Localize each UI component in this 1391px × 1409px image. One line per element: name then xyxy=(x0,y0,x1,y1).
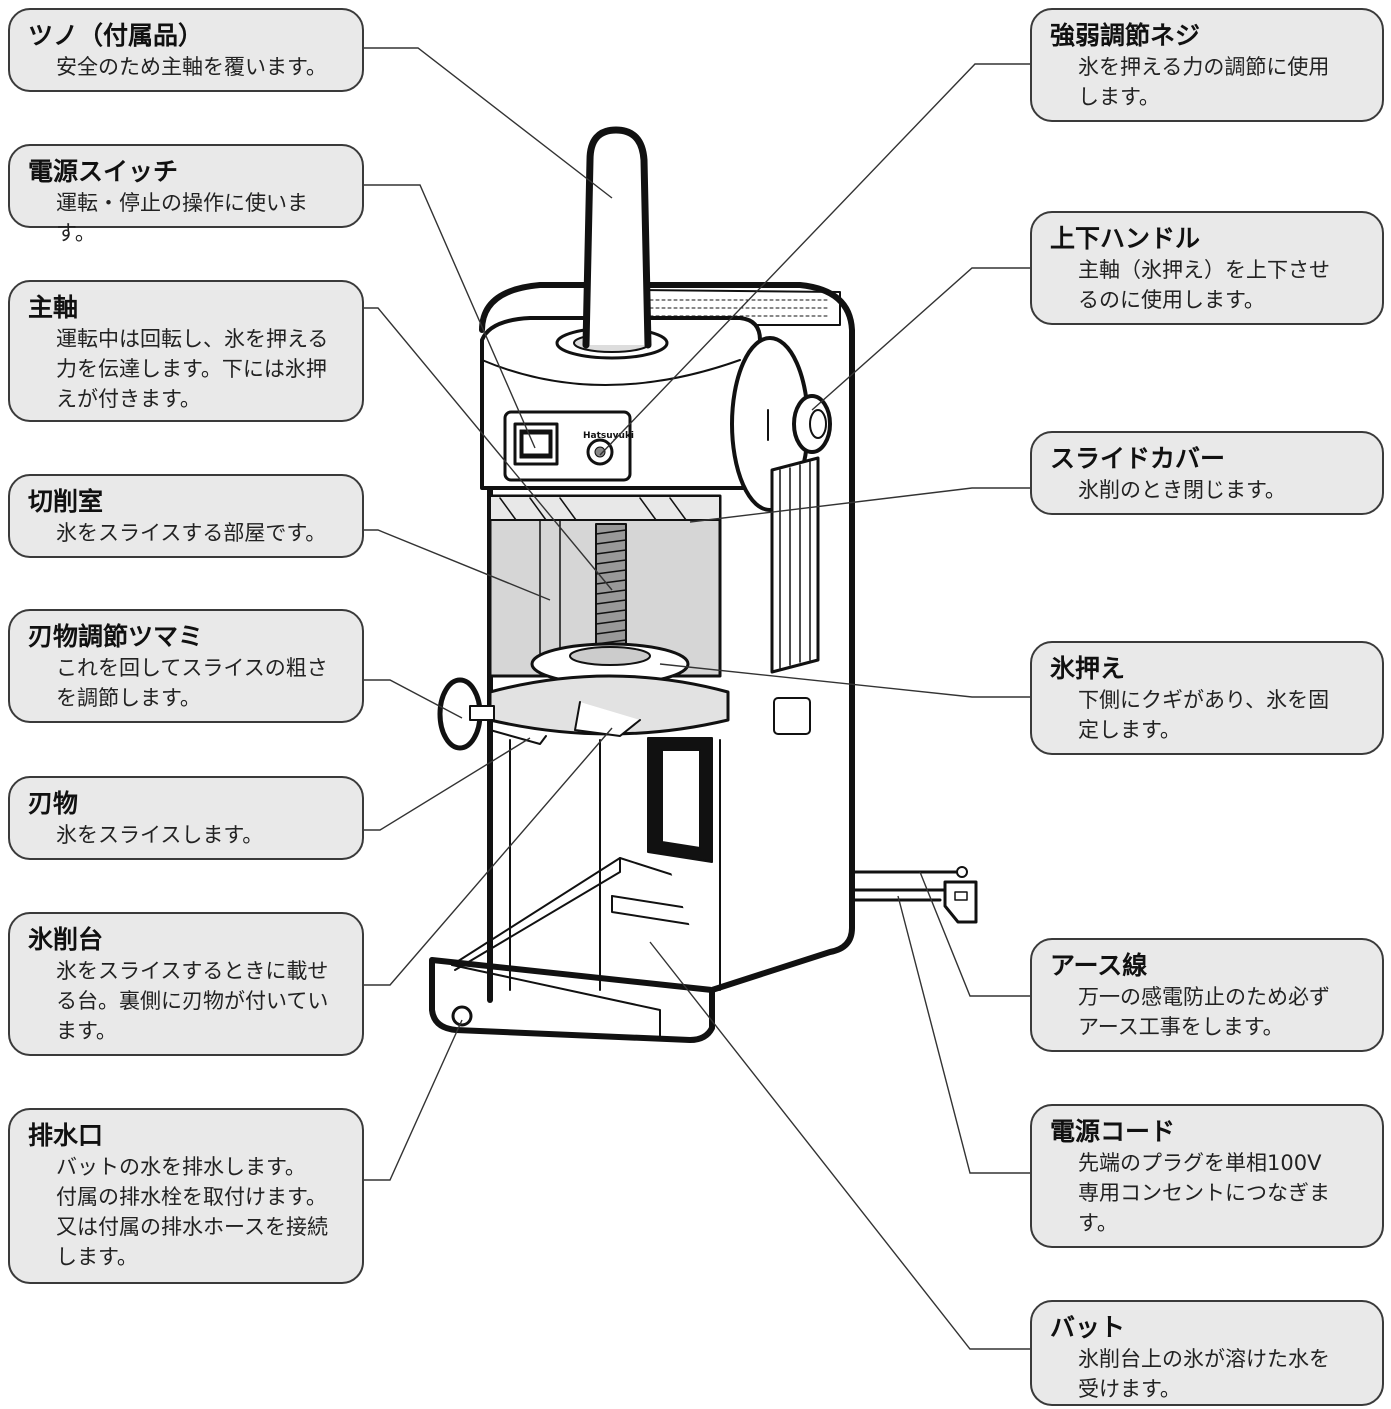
callout-title: スライドカバー xyxy=(1050,444,1226,473)
callout-drain: 排水口 バットの水を排水します。 付属の排水栓を取付けます。 又は付属の排水ホー… xyxy=(8,1108,364,1284)
callout-desc: 氷をスライスするときに載せ る台。裏側に刃物が付いてい ます。 xyxy=(56,959,329,1043)
callout-desc: 万一の感電防止のため必ず アース工事をします。 xyxy=(1078,985,1330,1039)
callout-title: 刃物 xyxy=(28,789,79,818)
callout-title: 氷押え xyxy=(1050,654,1126,683)
brand-logo: Hatsuyuki xyxy=(583,431,634,441)
callout-blade-knob: 刃物調節ツマミ これを回してスライスの粗さ を調節します。 xyxy=(8,609,364,723)
callout-desc: 運転・停止の操作に使います。 xyxy=(56,191,308,245)
callout-title: 刃物調節ツマミ xyxy=(28,622,204,651)
callout-title: ツノ（付属品） xyxy=(28,21,204,50)
callout-tsuno: ツノ（付属品） 安全のため主軸を覆います。 xyxy=(8,8,364,92)
callout-title: 電源スイッチ xyxy=(28,157,179,186)
callout-title: 排水口 xyxy=(28,1121,104,1150)
callout-desc: 下側にクギがあり、氷を固 定します。 xyxy=(1078,688,1330,742)
callout-desc: 氷削のとき閉じます。 xyxy=(1078,478,1286,502)
callout-main-shaft: 主軸 運転中は回転し、氷を押える 力を伝達します。下には氷押 えが付きます。 xyxy=(8,280,364,422)
callout-updown-handle: 上下ハンドル 主軸（氷押え）を上下させ るのに使用します。 xyxy=(1030,211,1384,325)
callout-ice-holder: 氷押え 下側にクギがあり、氷を固 定します。 xyxy=(1030,641,1384,755)
callout-ground-wire: アース線 万一の感電防止のため必ず アース工事をします。 xyxy=(1030,938,1384,1052)
callout-slide-cover: スライドカバー 氷削のとき閉じます。 xyxy=(1030,431,1384,515)
callout-title: 強弱調節ネジ xyxy=(1050,21,1201,50)
callout-desc: 氷削台上の氷が溶けた水を 受けます。 xyxy=(1078,1347,1330,1401)
callout-title: バット xyxy=(1050,1313,1126,1342)
callout-tray: バット 氷削台上の氷が溶けた水を 受けます。 xyxy=(1030,1300,1384,1406)
callout-desc: 安全のため主軸を覆います。 xyxy=(56,55,327,79)
callout-power-cord: 電源コード 先端のプラグを単相100V 専用コンセントにつなぎま す。 xyxy=(1030,1104,1384,1248)
callout-title: アース線 xyxy=(1050,951,1148,980)
callout-desc: 氷をスライスする部屋です。 xyxy=(56,521,327,545)
drain-port xyxy=(451,1005,473,1027)
callout-desc: 主軸（氷押え）を上下させ るのに使用します。 xyxy=(1078,258,1330,312)
callout-blade: 刃物 氷をスライスします。 xyxy=(8,776,364,860)
callout-pressure-screw: 強弱調節ネジ 氷を押える力の調節に使用 します。 xyxy=(1030,8,1384,122)
callout-cutting-chamber: 切削室 氷をスライスする部屋です。 xyxy=(8,474,364,558)
callout-title: 切削室 xyxy=(28,487,104,516)
callout-title: 電源コード xyxy=(1050,1117,1176,1146)
callout-desc: 先端のプラグを単相100V 専用コンセントにつなぎま す。 xyxy=(1078,1151,1330,1235)
tray-base xyxy=(429,957,715,1043)
tsuno-horn xyxy=(582,126,652,349)
callout-desc: 氷を押える力の調節に使用 します。 xyxy=(1078,55,1330,109)
callout-desc: 運転中は回転し、氷を押える 力を伝達します。下には氷押 えが付きます。 xyxy=(56,327,329,411)
callout-power-switch: 電源スイッチ 運転・停止の操作に使います。 xyxy=(8,144,364,245)
callout-shaving-table: 氷削台 氷をスライスするときに載せ る台。裏側に刃物が付いてい ます。 xyxy=(8,912,364,1056)
callout-desc: これを回してスライスの粗さ を調節します。 xyxy=(56,656,328,710)
callout-title: 主軸 xyxy=(28,293,79,322)
callout-desc: バットの水を排水します。 付属の排水栓を取付けます。 又は付属の排水ホースを接続… xyxy=(56,1155,328,1269)
callout-title: 氷削台 xyxy=(28,925,104,954)
callout-title: 上下ハンドル xyxy=(1050,224,1201,253)
callout-desc: 氷をスライスします。 xyxy=(56,823,264,847)
